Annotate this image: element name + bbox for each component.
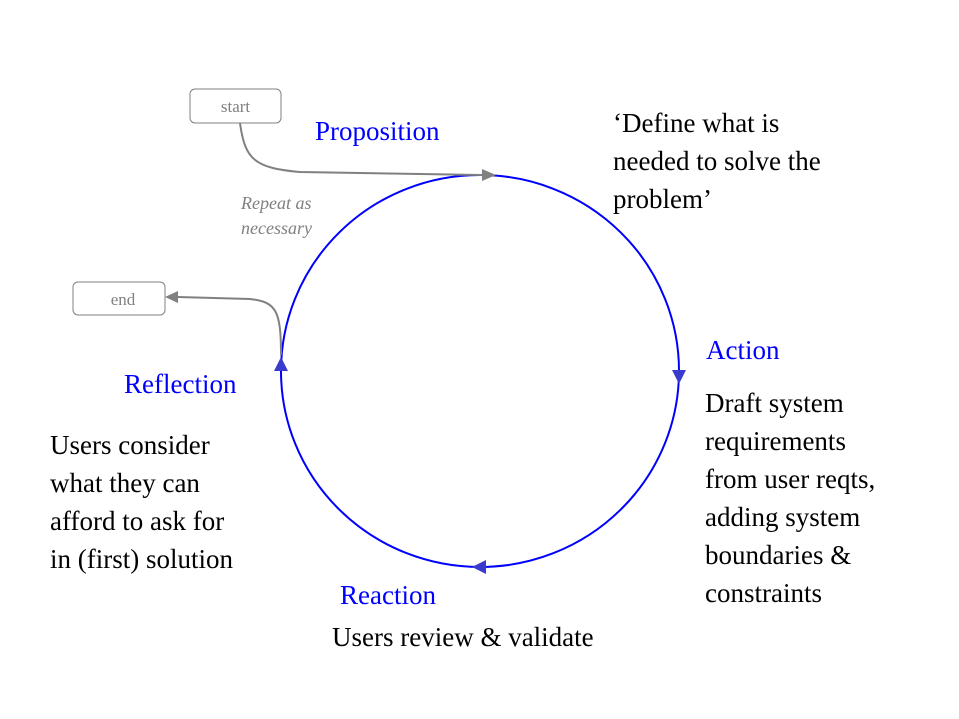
phase-label-reaction: Reaction	[340, 580, 436, 610]
arrow-to-action	[672, 370, 686, 384]
end-label: end	[111, 290, 136, 309]
end-connector	[177, 296, 282, 356]
arrow-to-reflection	[274, 357, 288, 371]
phase-label-proposition: Proposition	[315, 116, 440, 146]
phase-label-action: Action	[706, 335, 780, 365]
start-node: start	[189, 88, 282, 124]
phase-description-reaction: Users review & validate	[332, 622, 594, 652]
repeat-note: Repeat as necessary	[241, 193, 312, 238]
start-connector	[239, 122, 483, 176]
phase-label-reflection: Reflection	[124, 369, 237, 399]
phase-description-proposition: ‘Define what is needed to solve the prob…	[613, 108, 821, 214]
end-node: end	[72, 281, 166, 316]
phase-description-action: Draft system requirements from user reqt…	[705, 388, 876, 608]
phase-description-reflection: Users consider what they can afford to a…	[50, 430, 233, 574]
start-arrowhead	[482, 169, 496, 181]
arrow-to-reaction	[472, 560, 486, 574]
cycle-loop	[280, 174, 680, 568]
start-label: start	[221, 97, 251, 116]
end-arrowhead	[165, 291, 178, 303]
